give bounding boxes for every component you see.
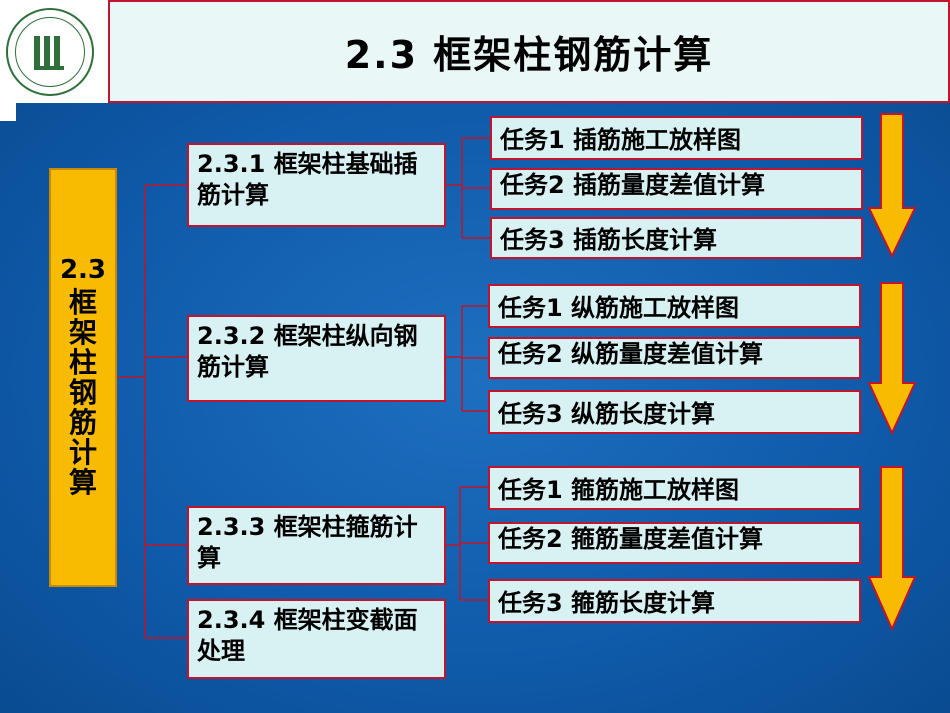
main-topic-char: 钢 [68, 376, 97, 409]
left-strip [0, 103, 16, 121]
title-bar: 2.3 框架柱钢筋计算 [108, 0, 950, 103]
section-box-2: 2.3.2 框架柱纵向钢筋计算 [187, 315, 446, 402]
down-arrow-icon [867, 282, 917, 435]
task-box: 任务2 纵筋量度差值计算 [488, 337, 861, 379]
task-box: 任务2 插筋量度差值计算 [490, 168, 863, 210]
task-box: 任务1 插筋施工放样图 [490, 116, 863, 160]
main-topic-char: 计 [68, 436, 97, 469]
section-box-3: 2.3.3 框架柱箍筋计算 [187, 506, 446, 585]
task-box: 任务2 箍筋量度差值计算 [488, 522, 861, 564]
main-topic-char: 框 [68, 286, 97, 319]
section-box-4: 2.3.4 框架柱变截面处理 [187, 599, 446, 679]
page-title: 2.3 框架柱钢筋计算 [344, 33, 714, 77]
task-box: 任务3 纵筋长度计算 [488, 390, 861, 434]
main-topic-number: 2.3 [59, 255, 107, 285]
main-topic-title: 框 架 柱 钢 筋 计 算 [51, 288, 115, 498]
main-topic-box: 2.3 框 架 柱 钢 筋 计 算 [49, 168, 117, 587]
main-topic-char: 架 [68, 316, 97, 349]
down-arrow-icon [867, 466, 917, 631]
main-topic-char: 算 [68, 466, 97, 499]
task-box: 任务1 箍筋施工放样图 [488, 466, 861, 510]
school-logo [6, 8, 94, 96]
section-box-1: 2.3.1 框架柱基础插筋计算 [187, 143, 446, 227]
header-logo-area [0, 0, 108, 103]
main-topic-char: 柱 [68, 346, 97, 379]
task-box: 任务1 纵筋施工放样图 [488, 284, 861, 328]
logo-ring [15, 17, 85, 87]
main-topic-char: 筋 [68, 406, 97, 439]
down-arrow-icon [867, 113, 917, 258]
task-box: 任务3 插筋长度计算 [490, 217, 863, 259]
logo-emblem [34, 36, 64, 70]
task-box: 任务3 箍筋长度计算 [488, 579, 861, 623]
